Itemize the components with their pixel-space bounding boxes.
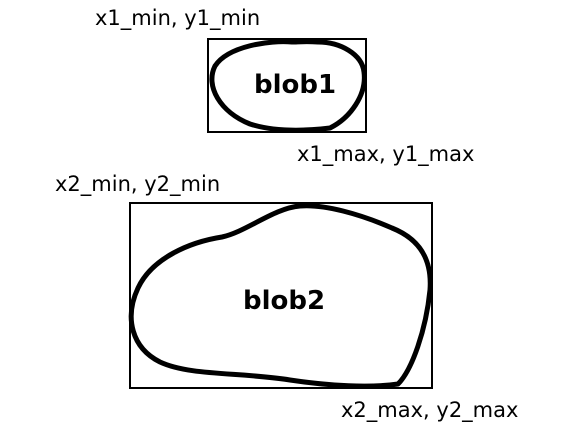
blob2-outline [128, 203, 433, 389]
blob2-top-left-label: x2_min, y2_min [55, 172, 220, 197]
blob1-label: blob1 [254, 70, 336, 100]
blob2-bounding-box [129, 202, 433, 389]
blob1-outline [209, 39, 367, 133]
blob1-top-left-label: x1_min, y1_min [95, 6, 260, 31]
blob2-group: x2_min, y2_min blob2 x2_max, y2_max [55, 172, 518, 423]
blob1-group: x1_min, y1_min blob1 x1_max, y1_max [95, 6, 474, 167]
blob1-bottom-right-label: x1_max, y1_max [297, 142, 474, 167]
blob2-label: blob2 [243, 286, 325, 316]
blob2-bottom-right-label: x2_max, y2_max [341, 398, 518, 423]
